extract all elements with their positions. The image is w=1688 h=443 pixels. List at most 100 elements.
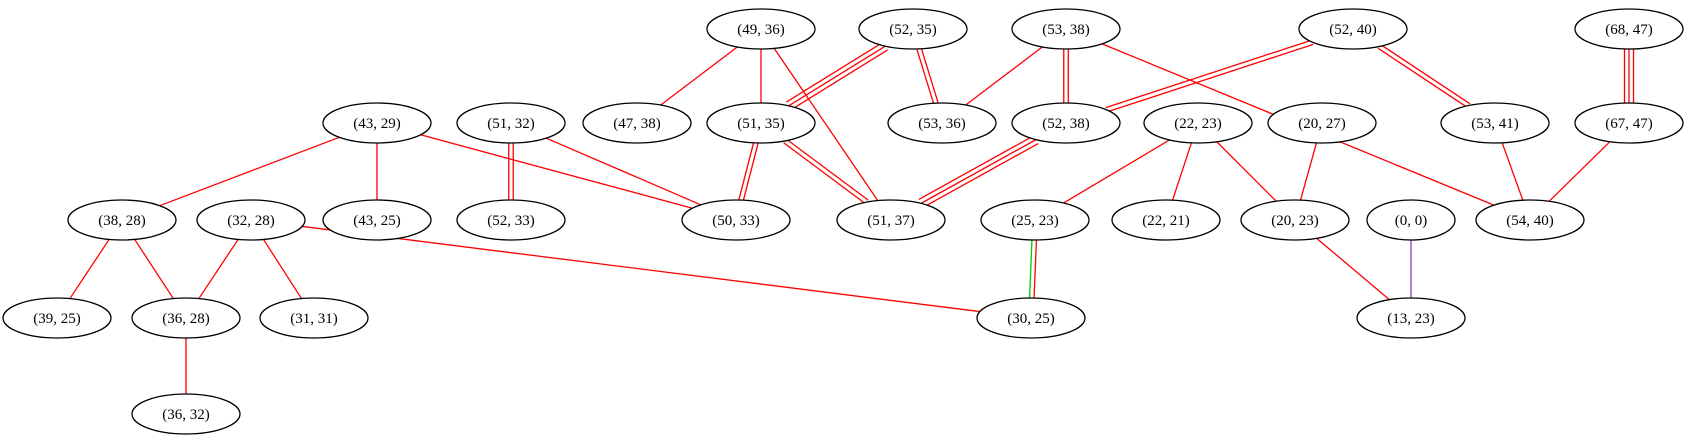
graph-node: (43, 29) — [322, 102, 432, 144]
node-label: (49, 36) — [737, 22, 785, 38]
node-label: (32, 28) — [227, 213, 275, 229]
graph-edge — [1171, 142, 1193, 201]
graph-node: (0, 0) — [1366, 199, 1456, 241]
graph-node: (30, 25) — [976, 297, 1086, 339]
graph-edge — [1377, 47, 1468, 108]
nodes-layer: (49, 36) (52, 35) (53, 38) (52, 40) (68,… — [2, 8, 1684, 435]
node-label: (53, 41) — [1471, 116, 1519, 132]
graph-node: (31, 31) — [259, 297, 369, 339]
node-label: (50, 33) — [712, 213, 760, 229]
graph-node: (52, 40) — [1298, 8, 1408, 50]
graph-edge — [916, 49, 935, 104]
node-label: (47, 38) — [613, 116, 661, 132]
graph-edge — [1299, 142, 1318, 201]
node-label: (31, 31) — [290, 311, 338, 327]
node-label: (68, 47) — [1605, 22, 1653, 38]
graph-edge — [69, 239, 110, 299]
graph-node: (67, 47) — [1574, 102, 1684, 144]
graph-edge — [922, 142, 1039, 208]
node-label: (30, 25) — [1007, 311, 1055, 327]
graph-edge — [1028, 239, 1033, 298]
graph-edge — [420, 134, 693, 209]
graph-edge — [786, 41, 884, 103]
graph-edge — [965, 46, 1043, 106]
graph-node: (52, 38) — [1011, 102, 1121, 144]
graph-edge — [1316, 237, 1390, 301]
node-label: (52, 33) — [487, 213, 535, 229]
node-label: (54, 40) — [1506, 213, 1554, 229]
graph-node: (22, 21) — [1111, 199, 1221, 241]
edges-layer — [69, 39, 1635, 394]
graph-edge — [262, 239, 303, 299]
graph-node: (13, 23) — [1356, 297, 1466, 339]
graph-edge — [1106, 43, 1314, 113]
graph-edge — [788, 45, 886, 107]
node-label: (39, 25) — [33, 311, 81, 327]
node-label: (36, 28) — [162, 311, 210, 327]
node-label: (53, 38) — [1042, 22, 1090, 38]
graph-node: (53, 41) — [1440, 102, 1550, 144]
graph-node: (50, 33) — [681, 199, 791, 241]
node-label: (53, 36) — [918, 116, 966, 132]
graph-node: (51, 35) — [706, 102, 816, 144]
graph-edge — [783, 142, 867, 205]
graph-node: (47, 38) — [582, 102, 692, 144]
graph-edge — [773, 48, 879, 201]
graph-edge — [920, 139, 1037, 204]
graph-edge — [918, 135, 1035, 201]
graph-edge — [1063, 139, 1170, 204]
graph-node: (22, 23) — [1143, 102, 1253, 144]
graph-node: (53, 38) — [1011, 8, 1121, 50]
graph-edge — [1033, 240, 1038, 299]
graph-edge — [198, 239, 239, 299]
node-label: (51, 35) — [737, 116, 785, 132]
node-label: (13, 23) — [1387, 311, 1435, 327]
graph-edge — [790, 49, 888, 111]
graph-edge — [302, 225, 980, 313]
graph-edge — [1380, 44, 1471, 105]
node-label: (67, 47) — [1605, 116, 1653, 132]
graph-node: (20, 27) — [1267, 102, 1377, 144]
node-label: (52, 35) — [889, 22, 937, 38]
node-label: (51, 32) — [487, 116, 535, 132]
node-label: (20, 27) — [1298, 116, 1346, 132]
graph-edge — [920, 48, 939, 103]
node-label: (51, 37) — [867, 213, 915, 229]
graph-edge — [738, 142, 755, 200]
node-label: (0, 0) — [1395, 213, 1428, 229]
graph-node: (36, 32) — [131, 393, 241, 435]
graph-node: (53, 36) — [887, 102, 997, 144]
graph-edge — [1548, 141, 1611, 202]
graph-node: (38, 28) — [67, 199, 177, 241]
node-label: (36, 32) — [162, 407, 210, 423]
graph-node: (20, 23) — [1240, 199, 1350, 241]
node-label: (25, 23) — [1011, 213, 1059, 229]
graph-edge — [742, 143, 759, 201]
graph-node: (32, 28) — [196, 199, 306, 241]
graph-edge — [159, 136, 340, 207]
graph-node: (39, 25) — [2, 297, 112, 339]
graph-edge — [545, 137, 702, 206]
node-label: (38, 28) — [98, 213, 146, 229]
graph-node: (52, 35) — [858, 8, 968, 50]
graph-node: (51, 32) — [456, 102, 566, 144]
node-label: (22, 21) — [1142, 213, 1190, 229]
graph-node: (36, 28) — [131, 297, 241, 339]
graph-edge — [1105, 39, 1313, 109]
node-label: (52, 38) — [1042, 116, 1090, 132]
graph-edge — [785, 138, 869, 201]
graph-node: (25, 23) — [980, 199, 1090, 241]
node-label: (20, 23) — [1271, 213, 1319, 229]
graph-node: (43, 25) — [322, 199, 432, 241]
graph-edge — [1216, 141, 1277, 202]
graph-edge — [660, 46, 738, 106]
node-label: (52, 40) — [1329, 22, 1377, 38]
node-label: (43, 29) — [353, 116, 401, 132]
graph-edge — [1501, 142, 1524, 201]
graph-node: (51, 37) — [836, 199, 946, 241]
node-label: (43, 25) — [353, 213, 401, 229]
node-label: (22, 23) — [1174, 116, 1222, 132]
graph-node: (68, 47) — [1574, 8, 1684, 50]
graph-node: (49, 36) — [706, 8, 816, 50]
